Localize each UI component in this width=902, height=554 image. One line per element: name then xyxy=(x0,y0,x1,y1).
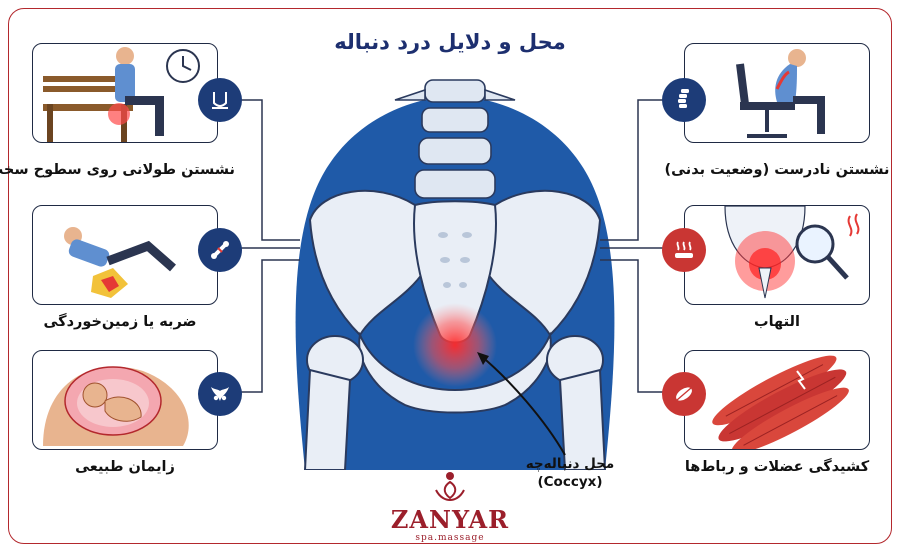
outer-frame xyxy=(8,8,892,544)
lotus-logo-icon xyxy=(435,472,465,502)
brand-name: ZANYAR xyxy=(390,505,510,534)
muscle-icon xyxy=(662,372,706,416)
pain-glow xyxy=(413,303,497,387)
label-inflammation: التهاب xyxy=(754,314,800,330)
broken-bone-icon xyxy=(198,228,242,272)
label-muscle-strain: کشیدگی عضلات و رباط‌ها xyxy=(684,459,870,475)
bad-posture-illustration xyxy=(736,49,825,138)
card-childbirth xyxy=(32,350,218,450)
card-inflammation xyxy=(684,205,870,305)
coccyx-arrow xyxy=(479,354,566,456)
label-fall: ضربه یا زمین‌خوردگی xyxy=(43,314,197,330)
label-posture: نشستن نادرست (وضعیت بدنی) xyxy=(664,162,890,178)
card-muscle-strain xyxy=(684,350,870,450)
falling-person-illustration xyxy=(64,227,176,298)
brand-tagline: spa.massage xyxy=(415,533,485,543)
inflammation-illustration xyxy=(724,206,860,299)
label-childbirth: زایمان طبیعی xyxy=(75,459,175,475)
chair-seat-icon xyxy=(198,78,242,122)
pregnancy-illustration xyxy=(43,366,189,446)
muscle-strain-illustration xyxy=(712,355,849,449)
sacral-foramina xyxy=(438,232,472,288)
sitting-bench-illustration xyxy=(43,47,200,142)
card-fall xyxy=(32,205,218,305)
pelvis-bones xyxy=(303,189,607,470)
page-title: محل و دلایل درد دنباله xyxy=(334,30,566,54)
spine xyxy=(394,79,516,199)
card-hard-seat xyxy=(32,43,218,143)
pelvis-illustration xyxy=(295,79,615,470)
spine-icon xyxy=(662,78,706,122)
heat-inflammation-icon xyxy=(662,228,706,272)
label-hard-seat: نشستن طولانی روی سطوح سخت xyxy=(0,162,235,178)
card-posture xyxy=(684,43,870,143)
pelvis-icon xyxy=(198,372,242,416)
coccyx-label-en: (Coccyx) xyxy=(537,474,603,490)
coccyx-label-fa: محل دنباله‌چه xyxy=(525,456,615,472)
coccyx-label: محل دنباله‌چه (Coccyx) xyxy=(515,455,625,491)
